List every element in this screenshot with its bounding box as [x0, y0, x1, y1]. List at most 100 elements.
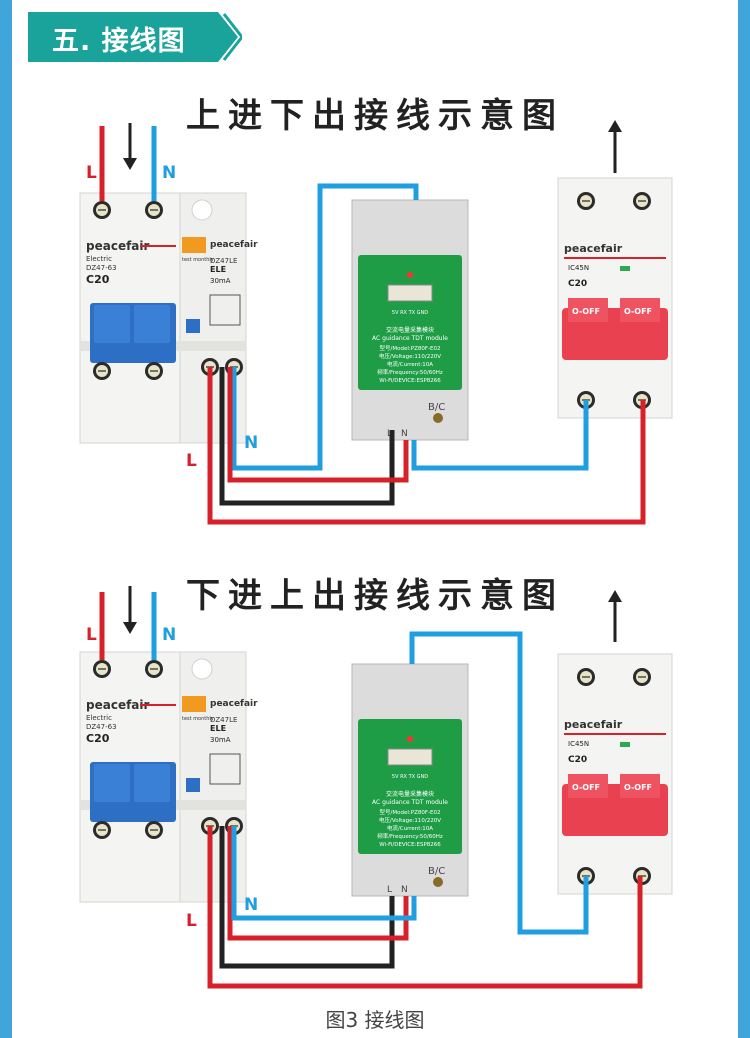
output-arrow-head [608, 120, 622, 132]
meter-terminal-screw [433, 877, 443, 887]
rcd-schematic [209, 753, 241, 785]
mcb-off-left: O-OFF [572, 783, 600, 792]
live-main-wire [207, 826, 643, 989]
rcd-test: test monthly [182, 257, 214, 263]
meter-status-led [407, 272, 413, 278]
meter-name-en: AC guidance TDT module [372, 799, 448, 806]
meter-pin-labels: 5V RX TX GND [392, 774, 428, 780]
rcd-trip: 30mA [210, 736, 231, 744]
mcb-model: IC45N [568, 264, 589, 272]
rcd-top-knob [191, 658, 213, 680]
meter-spec-current: 电流/Current:10A [387, 824, 433, 832]
rcd-type: ELE [210, 724, 226, 733]
diagram-title-1: 上进下出接线示意图 [186, 96, 564, 136]
live-to-meter-wire [227, 367, 409, 483]
rcd-type: ELE [210, 265, 226, 274]
meter-connector [387, 284, 433, 302]
rcd-brand: peacefair [210, 699, 258, 709]
mcb-handle-right [620, 298, 660, 322]
rcd-test-button [186, 778, 200, 792]
meter-green-panel [358, 719, 462, 854]
meter-spec-frequency: 频率/Frequency:50/60Hz [377, 832, 443, 840]
label-n-in: N [162, 625, 176, 645]
rcd-test-button [186, 319, 200, 333]
label-l-out: L [186, 911, 197, 931]
meter-spec-voltage: 电压/Voltage:110/220V [379, 352, 441, 360]
mcb-off-right: O-OFF [624, 307, 652, 316]
section-tag-shape [28, 12, 242, 62]
black-wire [219, 367, 395, 506]
meter-connector [387, 748, 433, 766]
label-l-in: L [86, 625, 97, 645]
rcd-badge [182, 237, 206, 253]
mcb-off-left: O-OFF [572, 307, 600, 316]
meter-spec-model: 型号/Model:PZ80F-E02 [380, 344, 441, 352]
meter-spec-model: 型号/Model:PZ80F-E02 [380, 808, 441, 816]
mcb-handle-right [620, 774, 660, 798]
rcd-model: DZ47LE [210, 257, 237, 265]
mcb-brand: peacefair [564, 718, 623, 731]
mcb-rating: C20 [568, 279, 587, 289]
neutral-to-mcb-wire [409, 631, 589, 935]
label-n-out: N [244, 433, 258, 453]
meter-terminal-screw [433, 413, 443, 423]
input-arrow-head [123, 622, 137, 634]
mcb-brand: peacefair [564, 242, 623, 255]
rcbo-model: DZ47-63 [86, 264, 117, 272]
label-n-out: N [244, 895, 258, 915]
neutral-to-meter-wire [231, 183, 419, 471]
meter-green-panel [358, 255, 462, 390]
wiring-diagram-1: peacefairElectricDZ47-63C20peacefairDZ47… [79, 120, 673, 525]
rcd-top-knob [191, 199, 213, 221]
meter-n-label: N [401, 885, 408, 895]
diagram-title-2: 下进上出接线示意图 [186, 576, 564, 616]
rcbo-handle-right [134, 305, 170, 343]
rcbo-rating: C20 [86, 732, 110, 745]
mcb-indicator [620, 266, 630, 271]
meter-name-cn: 交流电量采集模块 [386, 326, 434, 334]
live-main-wire [207, 367, 646, 525]
meter-name-cn: 交流电量采集模块 [386, 790, 434, 798]
meter-spec-voltage: 电压/Voltage:110/220V [379, 816, 441, 824]
rcd-test: test monthly [182, 716, 214, 722]
meter-l-label: L [387, 885, 392, 895]
rcbo-rating: C20 [86, 273, 110, 286]
wiring-diagram-2: peacefairElectricDZ47-63C20peacefairDZ47… [79, 586, 673, 989]
mcb-off-right: O-OFF [624, 783, 652, 792]
rcbo-handle-right [134, 764, 170, 802]
rcbo-handle-left [94, 764, 130, 802]
mcb-rating: C20 [568, 755, 587, 765]
figure-caption: 图3 接线图 [325, 1008, 425, 1032]
section-tag: 五. 接线图 [28, 12, 242, 62]
meter-spec-frequency: 频率/Frequency:50/60Hz [377, 368, 443, 376]
rcbo-electric: Electric [86, 714, 112, 722]
meter-spec-wifi: Wi-Fi/DEVICE:ESP8266 [379, 378, 441, 384]
meter-n-label: N [401, 429, 408, 439]
rcbo-brand: peacefair [86, 698, 150, 712]
output-arrow-head [608, 590, 622, 602]
label-n-in: N [162, 163, 176, 183]
rcbo-handle-left [94, 305, 130, 343]
meter-spec-current: 电流/Current:10A [387, 360, 433, 368]
label-l-out: L [186, 451, 197, 471]
meter-pin-labels: 5V RX TX GND [392, 310, 428, 316]
rcd-model: DZ47LE [210, 716, 237, 724]
label-l-in: L [86, 163, 97, 183]
mcb-handle-left [568, 298, 608, 322]
meter-spec-wifi: Wi-Fi/DEVICE:ESP8266 [379, 842, 441, 848]
mcb-indicator [620, 742, 630, 747]
meter-terminal-label: B/C [428, 402, 445, 413]
rcd-brand: peacefair [210, 240, 258, 250]
input-arrow-head [123, 158, 137, 170]
section-title: 五. 接线图 [52, 26, 186, 57]
mcb-model: IC45N [568, 740, 589, 748]
meter-status-led [407, 736, 413, 742]
rcd-badge [182, 696, 206, 712]
neutral-to-mcb-wire [411, 400, 589, 471]
neutral-to-meter-wire [231, 826, 417, 921]
rcbo-model: DZ47-63 [86, 723, 117, 731]
rcbo-electric: Electric [86, 255, 112, 263]
black-wire [219, 826, 395, 969]
rcd-schematic [209, 294, 241, 326]
